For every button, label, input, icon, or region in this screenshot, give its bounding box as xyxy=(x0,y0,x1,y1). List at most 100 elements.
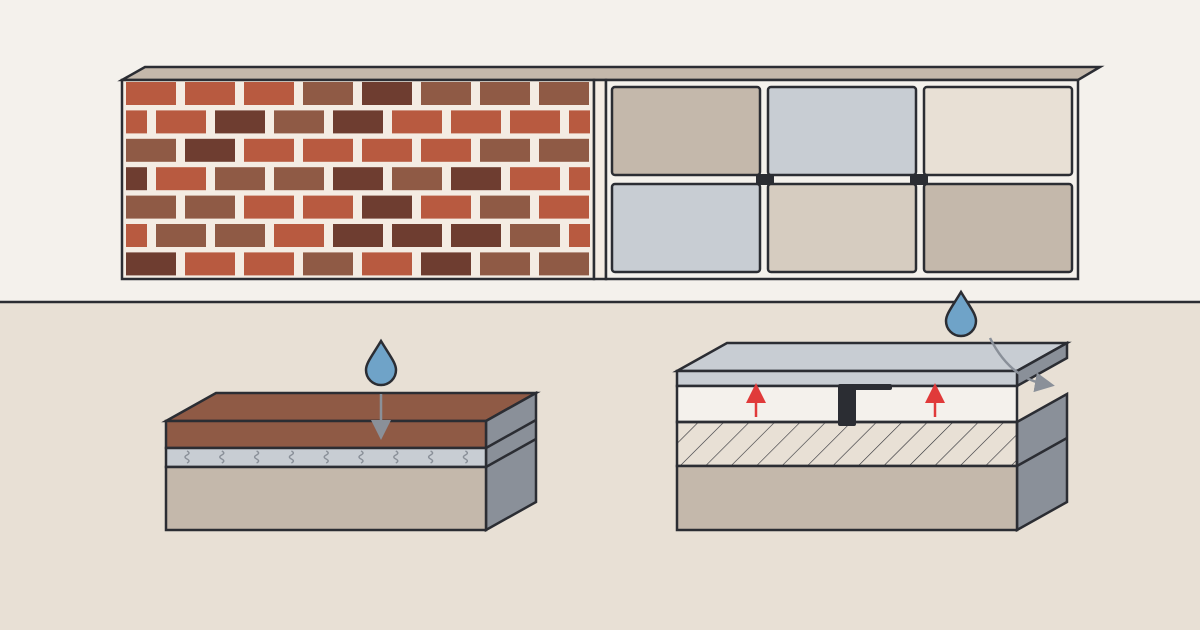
adhesive-squiggle xyxy=(184,450,190,464)
ventilated-system-block xyxy=(672,289,1072,533)
insulation-layer xyxy=(675,420,1019,468)
brick xyxy=(126,82,176,105)
adhesive-squiggle xyxy=(253,450,260,464)
brick xyxy=(539,82,589,105)
side-divider xyxy=(1016,436,1068,468)
brick xyxy=(362,82,412,105)
panel-wall xyxy=(610,85,1074,274)
support-bracket xyxy=(838,384,856,426)
brick xyxy=(215,110,265,134)
adhesive-squiggle xyxy=(288,450,295,464)
brick xyxy=(392,167,442,191)
brick xyxy=(274,110,324,134)
adhesive-squiggle xyxy=(427,450,434,464)
brick xyxy=(510,110,560,134)
brick xyxy=(185,252,235,276)
brick xyxy=(185,82,235,105)
water-drop-icon xyxy=(364,338,398,387)
tile-top-face xyxy=(161,391,541,423)
brick xyxy=(451,110,501,134)
brick xyxy=(569,224,590,247)
facade-panel xyxy=(766,85,918,177)
brick xyxy=(539,138,589,162)
curved-arrow-icon xyxy=(988,337,1055,393)
brick xyxy=(510,167,560,191)
brick xyxy=(126,224,147,247)
brick xyxy=(126,138,176,162)
facade-panel xyxy=(766,182,918,274)
brick xyxy=(333,110,383,134)
brick xyxy=(421,82,471,105)
facade-panel xyxy=(922,182,1074,274)
adhesive-squiggle xyxy=(323,450,329,464)
facade-panel xyxy=(610,85,762,177)
brick xyxy=(421,252,471,276)
wall-joint xyxy=(592,78,608,281)
brick xyxy=(244,195,294,219)
brick xyxy=(156,167,206,191)
panel-clip xyxy=(910,174,928,185)
brick xyxy=(362,138,412,162)
brick xyxy=(185,138,235,162)
brick xyxy=(539,195,589,219)
brick xyxy=(362,252,412,276)
brick xyxy=(569,110,590,134)
brick xyxy=(126,252,176,276)
brick xyxy=(215,167,265,191)
brick xyxy=(303,252,353,276)
brick xyxy=(421,195,471,219)
brick xyxy=(480,195,530,219)
facade-panel xyxy=(610,182,762,274)
cover-plate-top-face xyxy=(672,341,1072,373)
brick xyxy=(421,138,471,162)
brick xyxy=(333,224,383,247)
brick xyxy=(244,252,294,276)
brick xyxy=(126,167,147,191)
brick xyxy=(303,138,353,162)
brick xyxy=(156,110,206,134)
concrete-layer xyxy=(164,465,488,532)
adhesive-squiggle xyxy=(358,450,364,464)
brick xyxy=(569,167,590,191)
brick xyxy=(362,195,412,219)
brick xyxy=(480,252,530,276)
facade-panel xyxy=(922,85,1074,177)
brick xyxy=(215,224,265,247)
brick xyxy=(156,224,206,247)
brick xyxy=(510,224,560,247)
adhesive-squiggle xyxy=(462,450,469,464)
concrete-layer xyxy=(675,464,1019,532)
wall-cap xyxy=(117,65,1105,82)
brick xyxy=(333,167,383,191)
panel-clip xyxy=(756,174,774,185)
brick xyxy=(303,82,353,105)
support-bracket-arm xyxy=(852,384,892,390)
water-drop-icon xyxy=(944,289,978,338)
brick-wall xyxy=(126,82,590,276)
brick xyxy=(185,195,235,219)
brick xyxy=(480,82,530,105)
brick xyxy=(392,224,442,247)
adhesive-layer xyxy=(164,446,488,469)
brick xyxy=(244,138,294,162)
brick xyxy=(451,167,501,191)
brick xyxy=(126,195,176,219)
tile-layer xyxy=(164,419,488,450)
adhered-system-block xyxy=(161,338,541,533)
brick xyxy=(274,224,324,247)
brick xyxy=(392,110,442,134)
brick xyxy=(480,138,530,162)
cover-plate-layer xyxy=(675,369,1019,388)
adhesive-squiggle xyxy=(219,450,225,464)
brick xyxy=(303,195,353,219)
brick xyxy=(126,110,147,134)
brick xyxy=(539,252,589,276)
brick xyxy=(244,82,294,105)
side-divider xyxy=(485,418,537,450)
adhesive-squiggle xyxy=(393,450,399,464)
adhesive-texture xyxy=(184,450,469,464)
wall-elevation xyxy=(117,65,1105,281)
side-divider xyxy=(485,437,537,469)
